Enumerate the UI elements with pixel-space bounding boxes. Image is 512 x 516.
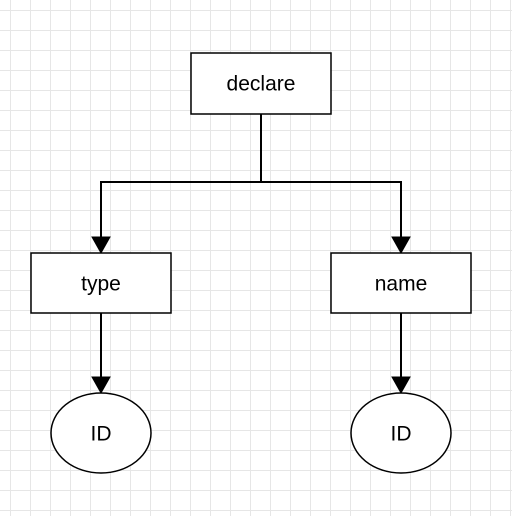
id-left-ellipse[interactable] — [50, 392, 152, 474]
node-id-right[interactable]: ID — [350, 392, 452, 474]
edge-declare-to-name — [261, 181, 402, 240]
node-name[interactable]: name — [330, 252, 472, 314]
id-right-ellipse[interactable] — [350, 392, 452, 474]
arrowhead-id-right — [391, 376, 411, 395]
arrowhead-name — [391, 236, 411, 255]
node-declare[interactable]: declare — [190, 52, 332, 115]
type-box[interactable] — [30, 252, 172, 314]
edge-declare-to-type — [100, 114, 262, 240]
name-label: name — [375, 273, 428, 296]
node-id-left[interactable]: ID — [50, 392, 152, 474]
arrowhead-type — [91, 236, 111, 255]
declare-box[interactable] — [190, 52, 332, 115]
edges — [91, 114, 411, 395]
declare-label: declare — [227, 73, 296, 96]
name-box[interactable] — [330, 252, 472, 314]
arrowhead-id-left — [91, 376, 111, 395]
id-left-label: ID — [91, 423, 112, 446]
id-right-label: ID — [391, 423, 412, 446]
node-type[interactable]: type — [30, 252, 172, 314]
type-label: type — [81, 273, 121, 296]
